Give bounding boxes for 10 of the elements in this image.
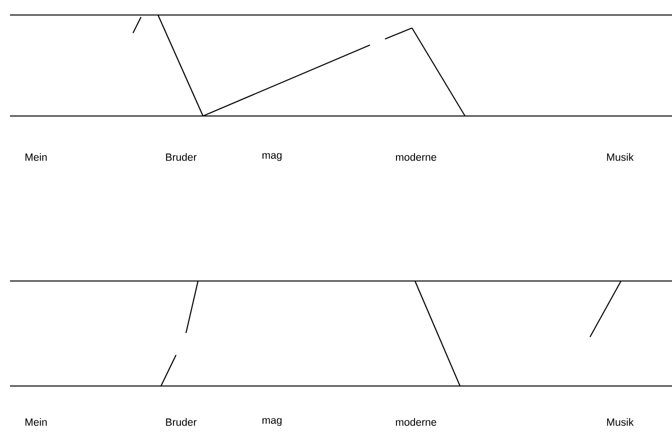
word-label: Bruder: [166, 153, 197, 161]
word-label: mag: [262, 418, 282, 426]
word-label: moderne: [396, 153, 436, 161]
word-label: moderne: [396, 418, 436, 426]
word-label: Mein: [26, 153, 47, 161]
word-label: Bruder: [166, 418, 197, 426]
word-label: Musik: [607, 153, 634, 161]
word-label: Mein: [26, 418, 47, 426]
word-label: Musik: [607, 418, 634, 426]
word-label: mag: [262, 153, 282, 161]
